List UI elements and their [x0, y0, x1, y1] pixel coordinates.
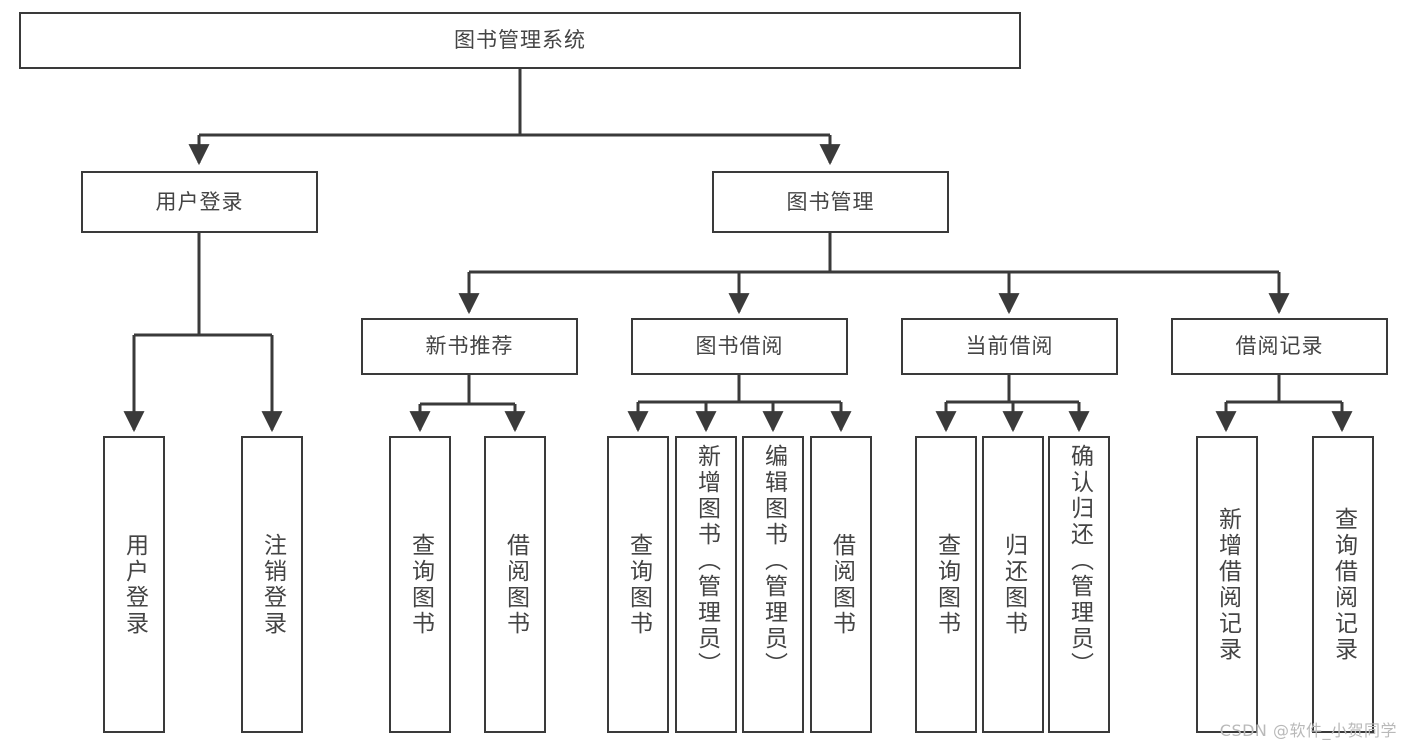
node-label: 图书借阅 — [695, 334, 784, 359]
node-new-book-recommend[interactable]: 新书推荐 — [361, 318, 578, 375]
node-label: 新增借阅记录 — [1214, 506, 1241, 663]
node-label: 图书管理 — [786, 189, 875, 214]
node-leaf-borrow-book-borrow[interactable]: 借阅图书 — [810, 436, 872, 733]
node-leaf-borrow-book-recommend[interactable]: 借阅图书 — [484, 436, 546, 733]
node-label: 新增图书（管理员） — [693, 444, 720, 678]
node-leaf-logout[interactable]: 注销登录 — [241, 436, 303, 733]
node-label: 图书管理系统 — [454, 28, 586, 53]
node-label: 查询图书 — [933, 532, 960, 637]
node-label: 新书推荐 — [425, 334, 514, 359]
node-book-borrow[interactable]: 图书借阅 — [631, 318, 848, 375]
node-borrow-record[interactable]: 借阅记录 — [1171, 318, 1388, 375]
node-leaf-return-book[interactable]: 归还图书 — [982, 436, 1044, 733]
watermark-text: CSDN @软件_小贺同学 — [1219, 721, 1397, 740]
node-leaf-edit-book-admin[interactable]: 编辑图书（管理员） — [742, 436, 804, 733]
node-label: 注销登录 — [259, 532, 286, 637]
node-root-book-management-system[interactable]: 图书管理系统 — [19, 12, 1021, 69]
node-label: 用户登录 — [155, 189, 244, 214]
node-leaf-add-book-admin[interactable]: 新增图书（管理员） — [675, 436, 737, 733]
node-leaf-confirm-return-admin[interactable]: 确认归还（管理员） — [1048, 436, 1110, 733]
node-label: 借阅图书 — [502, 532, 529, 637]
node-leaf-query-book-borrow[interactable]: 查询图书 — [607, 436, 669, 733]
node-label: 确认归还（管理员） — [1066, 444, 1093, 678]
node-leaf-query-borrow-record[interactable]: 查询借阅记录 — [1312, 436, 1374, 733]
node-book-management[interactable]: 图书管理 — [712, 171, 949, 233]
node-label: 查询图书 — [407, 532, 434, 637]
node-leaf-user-login[interactable]: 用户登录 — [103, 436, 165, 733]
node-label: 当前借阅 — [965, 334, 1054, 359]
node-label: 查询图书 — [625, 532, 652, 637]
node-current-borrow[interactable]: 当前借阅 — [901, 318, 1118, 375]
node-label: 查询借阅记录 — [1330, 506, 1357, 663]
node-label: 借阅记录 — [1235, 334, 1324, 359]
node-leaf-query-book-current[interactable]: 查询图书 — [915, 436, 977, 733]
node-leaf-query-book-recommend[interactable]: 查询图书 — [389, 436, 451, 733]
node-label: 借阅图书 — [828, 532, 855, 637]
node-label: 编辑图书（管理员） — [760, 444, 787, 678]
node-label: 归还图书 — [1000, 532, 1027, 637]
node-leaf-add-borrow-record[interactable]: 新增借阅记录 — [1196, 436, 1258, 733]
node-user-login[interactable]: 用户登录 — [81, 171, 318, 233]
node-label: 用户登录 — [121, 532, 148, 637]
